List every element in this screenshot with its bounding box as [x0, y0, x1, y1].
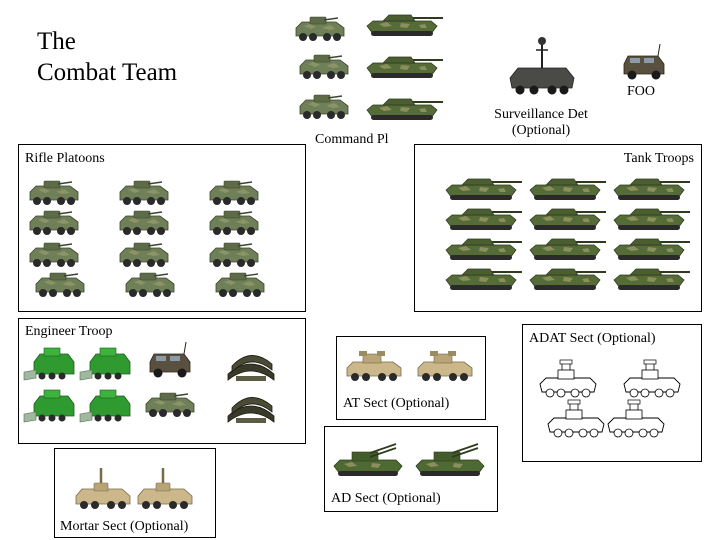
tank-icon — [613, 178, 691, 201]
at-sect-label: AT Sect (Optional) — [343, 396, 450, 411]
rifle-lav-icon — [119, 210, 169, 236]
tank-icon — [445, 208, 523, 231]
bridge-layer-icon — [227, 396, 275, 424]
tank-icon — [445, 268, 523, 291]
command-tank-icon — [366, 56, 444, 79]
adat-line-drawing-icon — [623, 359, 681, 398]
rifle-lav-icon — [29, 242, 79, 268]
tank-icon — [445, 238, 523, 261]
tank-icon — [529, 238, 607, 261]
rifle-lav-icon — [209, 180, 259, 206]
adat-line-drawing-icon — [607, 399, 665, 438]
mine-plow-vehicle-icon — [79, 389, 131, 423]
air-defence-tank-icon — [415, 443, 485, 477]
tank-icon — [445, 178, 523, 201]
rifle-lav-icon — [209, 210, 259, 236]
page-title: The Combat Team — [37, 26, 177, 88]
tank-icon — [613, 238, 691, 261]
tank-icon — [529, 208, 607, 231]
anti-tank-vehicle-icon — [417, 350, 473, 382]
engineer-troop-label: Engineer Troop — [25, 324, 113, 339]
mortar-vehicle-icon — [136, 466, 194, 511]
command-pl-label: Command Pl — [315, 132, 389, 147]
command-lav-icon — [299, 94, 349, 120]
rifle-lav-icon — [119, 242, 169, 268]
title-line-2: Combat Team — [37, 59, 178, 86]
rifle-lav-icon — [119, 180, 169, 206]
tank-icon — [613, 208, 691, 231]
foo-label: FOO — [627, 84, 656, 99]
jeep-icon — [623, 43, 665, 80]
bridge-layer-icon — [227, 354, 275, 382]
adat-sect-label: ADAT Sect (Optional) — [529, 331, 656, 346]
command-lav-icon — [295, 16, 345, 42]
rifle-lav-icon — [29, 210, 79, 236]
tank-icon — [613, 268, 691, 291]
surveillance-label-line-1: Surveillance Det — [494, 107, 588, 122]
rifle-lav-icon — [215, 272, 265, 298]
mine-plow-vehicle-icon — [23, 389, 75, 423]
mortar-sect-label: Mortar Sect (Optional) — [60, 519, 189, 534]
surveillance-label-line-2: (Optional) — [511, 123, 571, 138]
rifle-lav-icon — [29, 180, 79, 206]
tank-icon — [529, 178, 607, 201]
tank-icon — [529, 268, 607, 291]
ad-sect-label: AD Sect (Optional) — [331, 491, 441, 506]
command-tank-icon — [366, 98, 444, 121]
command-lav-icon — [299, 54, 349, 80]
jeep-icon — [149, 341, 191, 378]
mine-plow-vehicle-icon — [79, 347, 131, 381]
rifle-lav-icon — [209, 242, 259, 268]
command-tank-icon — [366, 14, 444, 37]
rifle-lav-icon — [125, 272, 175, 298]
rifle-lav-icon — [35, 272, 85, 298]
mortar-vehicle-icon — [74, 466, 132, 511]
mine-plow-vehicle-icon — [23, 347, 75, 381]
adat-line-drawing-icon — [547, 399, 605, 438]
engineer-lav-icon — [145, 392, 195, 418]
surveillance-vehicle-icon — [509, 36, 575, 96]
adat-line-drawing-icon — [539, 359, 597, 398]
tank-troops-label: Tank Troops — [623, 151, 694, 166]
anti-tank-vehicle-icon — [346, 350, 402, 382]
surveillance-det-label: Surveillance Det (Optional) — [483, 107, 599, 139]
air-defence-tank-icon — [333, 443, 403, 477]
rifle-platoons-label: Rifle Platoons — [25, 151, 105, 166]
title-line-1: The — [37, 28, 76, 55]
